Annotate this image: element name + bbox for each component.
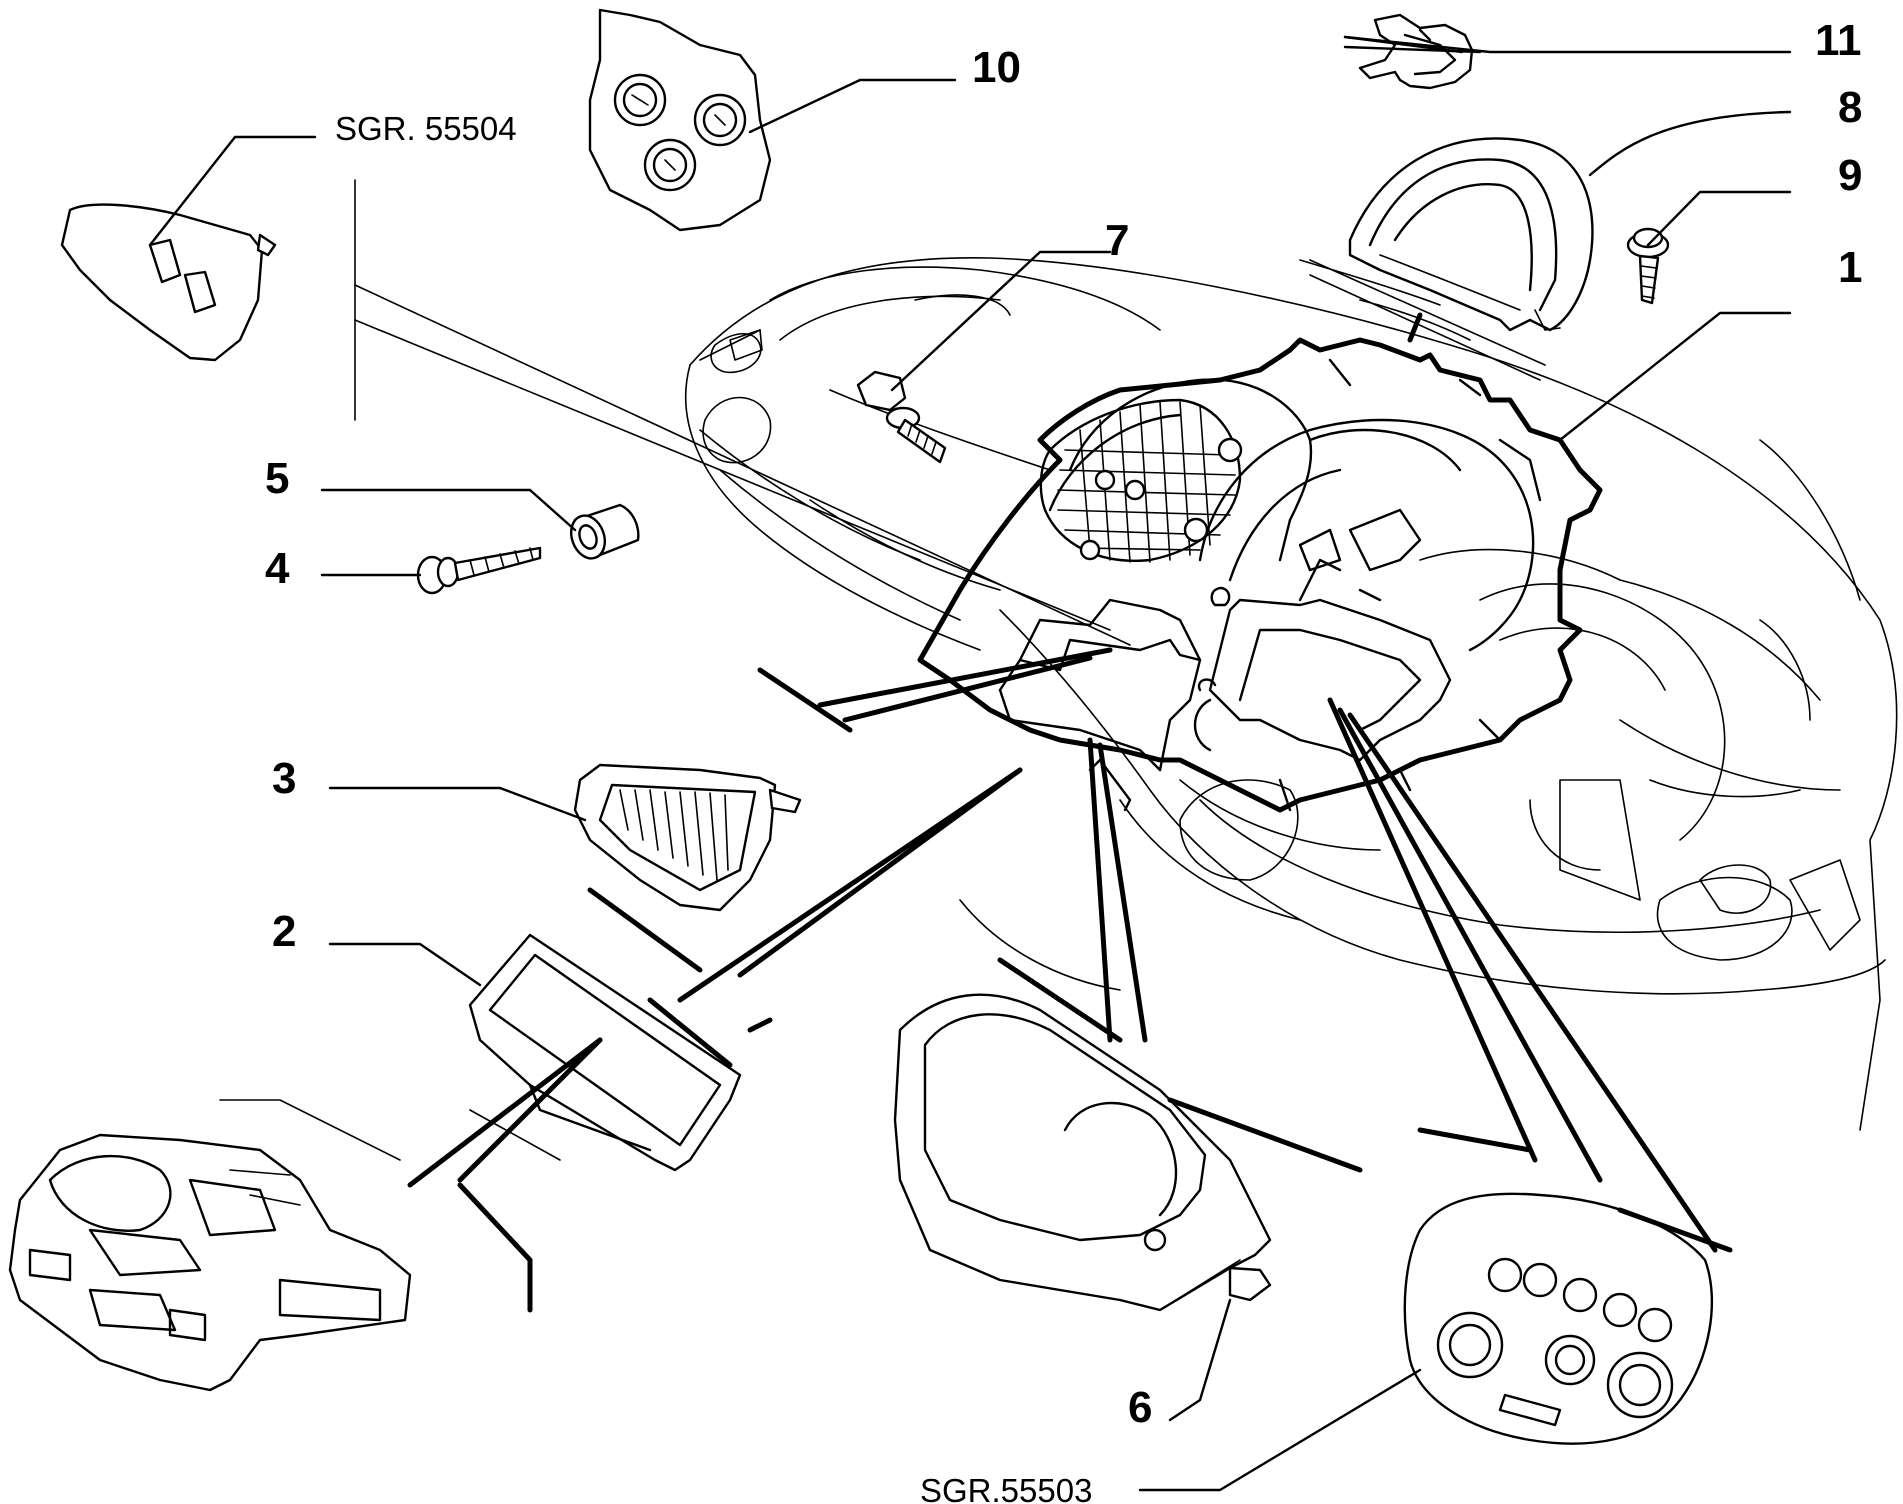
part-2-bezel-frame [468,933,742,1172]
part-10-switch-panel [588,8,772,232]
callout-1: 1 [1838,243,1862,292]
part-9-screw [1626,227,1670,305]
part-11-clip [1358,13,1474,90]
part-5-bush [569,503,640,560]
leader-lines [148,35,1792,1492]
switch-panel-sgr-55504 [60,203,277,362]
callout-11: 11 [1815,16,1862,65]
reference-sgr-55503: SGR.55503 [920,1472,1092,1504]
part-7-bolt [856,370,947,464]
callout-4: 4 [265,544,290,593]
part-8-instrument-hood [1348,137,1594,332]
part-1-center-console [917,337,1603,813]
callout-10: 10 [972,43,1021,92]
callout-labels: 11 8 9 1 7 10 5 4 3 2 6 SGR. 55504 SGR.5… [265,16,1862,1504]
dashboard-outline [684,257,1898,1131]
callout-2: 2 [272,907,296,956]
callout-9: 9 [1838,151,1862,200]
part-3-vent-grille [573,763,802,912]
callout-5: 5 [265,454,289,503]
callout-6: 6 [1128,1383,1152,1432]
part-6-drawer [893,993,1272,1312]
heater-control-panel-sgr-55503 [1403,1192,1714,1445]
callout-3: 3 [272,754,296,803]
callout-8: 8 [1838,83,1862,132]
reference-sgr-55504: SGR. 55504 [335,110,517,147]
callout-7: 7 [1105,216,1129,265]
part-4-screw [416,546,542,595]
radio-unit [8,1133,412,1392]
